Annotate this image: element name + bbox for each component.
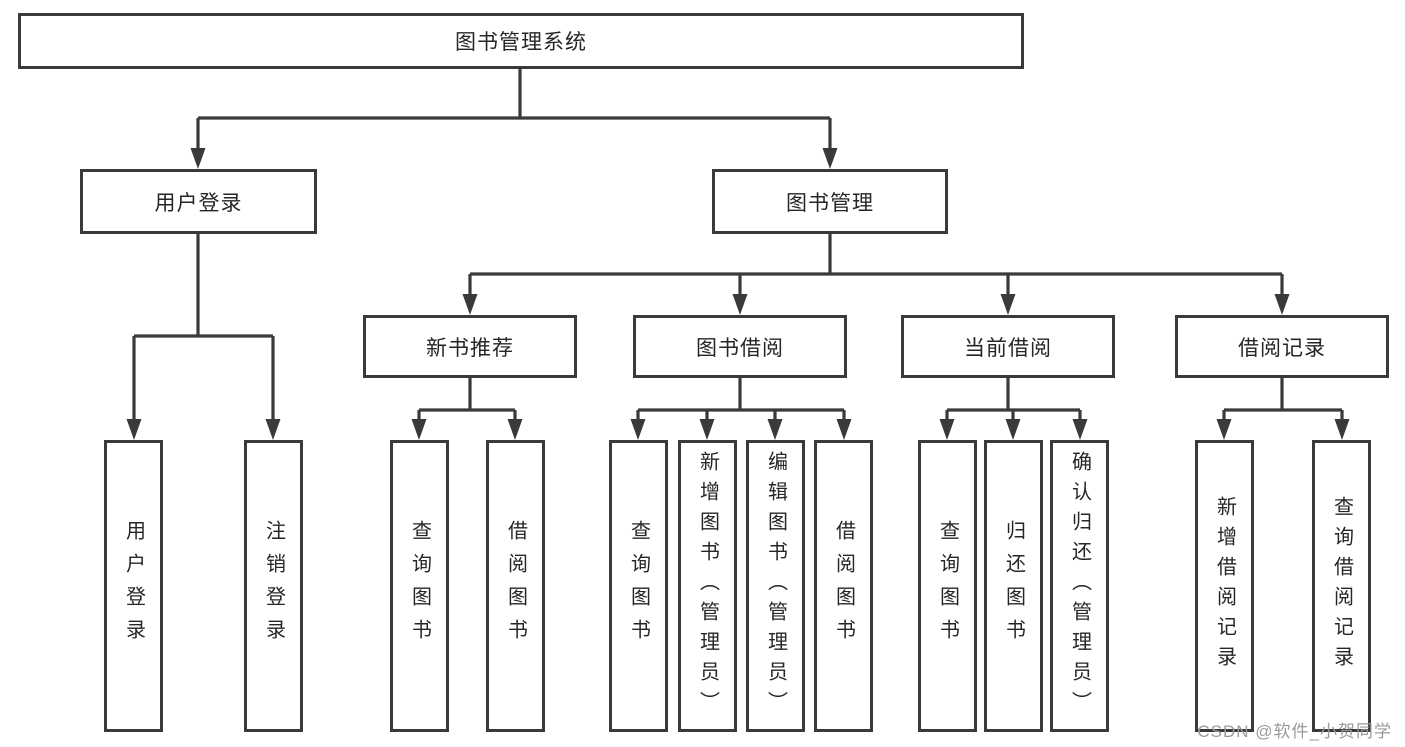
node-book-management: 图书管理: [712, 169, 948, 234]
node-label: 新书推荐: [426, 336, 514, 360]
leaf-query-borrow-record: 查询借阅记录: [1312, 440, 1371, 732]
leaf-confirm-return-admin: 确认归还（管理员）: [1050, 440, 1109, 732]
arrow-down-icons: [126, 148, 1350, 440]
leaf-label: 查询图书: [627, 520, 650, 652]
leaf-label: 归还图书: [1002, 520, 1025, 652]
leaf-label: 确认归还（管理员）: [1068, 451, 1091, 721]
leaf-logout: 注销登录: [244, 440, 303, 732]
leaf-label: 查询图书: [408, 520, 431, 652]
leaf-borrow-books: 借阅图书: [814, 440, 873, 732]
node-library-management-system: 图书管理系统: [18, 13, 1024, 69]
node-label: 图书管理系统: [455, 31, 587, 54]
leaf-label: 用户登录: [122, 520, 145, 652]
leaf-label: 查询借阅记录: [1330, 496, 1353, 676]
node-user-login: 用户登录: [80, 169, 317, 234]
leaf-label: 编辑图书（管理员）: [764, 451, 787, 721]
leaf-label: 新增借阅记录: [1213, 496, 1236, 676]
node-label: 用户登录: [154, 191, 243, 215]
leaf-query-books-recommend: 查询图书: [390, 440, 449, 732]
node-book-borrowing: 图书借阅: [633, 315, 847, 378]
connector-lines: [132, 69, 1344, 422]
leaf-borrow-books-recommend: 借阅图书: [486, 440, 545, 732]
node-borrowing-records: 借阅记录: [1175, 315, 1389, 378]
leaf-add-borrow-record: 新增借阅记录: [1195, 440, 1254, 732]
leaf-query-books-current: 查询图书: [918, 440, 977, 732]
leaf-label: 查询图书: [936, 520, 959, 652]
leaf-label: 借阅图书: [504, 520, 527, 652]
leaf-edit-books-admin: 编辑图书（管理员）: [746, 440, 805, 732]
leaf-query-books-borrowing: 查询图书: [609, 440, 668, 732]
leaf-add-books-admin: 新增图书（管理员）: [678, 440, 737, 732]
node-label: 图书借阅: [696, 336, 784, 360]
watermark: CSDN @软件_小贺同学: [1197, 722, 1392, 741]
node-label: 借阅记录: [1238, 336, 1326, 360]
node-current-borrowing: 当前借阅: [901, 315, 1115, 378]
leaf-user-login: 用户登录: [104, 440, 163, 732]
leaf-label: 借阅图书: [832, 520, 855, 652]
leaf-return-books: 归还图书: [984, 440, 1043, 732]
node-label: 当前借阅: [964, 336, 1052, 360]
leaf-label: 新增图书（管理员）: [696, 451, 719, 721]
node-label: 图书管理: [786, 191, 874, 215]
node-new-book-recommendation: 新书推荐: [363, 315, 577, 378]
leaf-label: 注销登录: [262, 520, 285, 652]
